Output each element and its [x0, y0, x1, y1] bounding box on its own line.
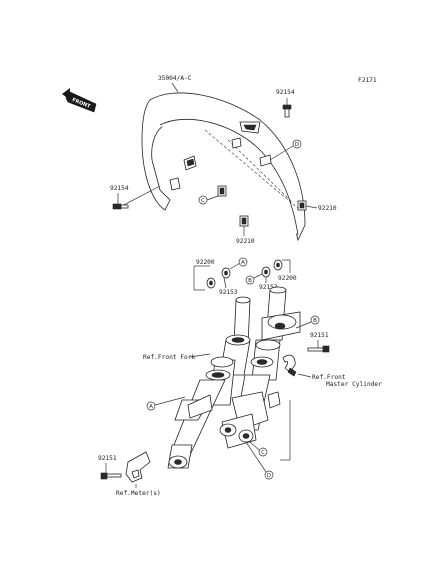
svg-text:B: B: [248, 278, 252, 284]
label-bolt-92151-meter: 92151: [98, 455, 117, 462]
callout-c-upper: C: [198, 195, 219, 205]
callout-a-lower: A: [146, 396, 186, 411]
collar-92153-left: [221, 267, 231, 279]
callout-b-lower: B: [295, 315, 320, 329]
label-washer-92200-right: 92200: [278, 275, 297, 282]
washer-92200-right: [273, 259, 283, 271]
ref-meter: Ref.Meter(s): [116, 490, 161, 497]
ref-master-cylinder-line2: Master Cylinder: [326, 381, 382, 388]
ref-master-cylinder-line1: Ref.Front: [312, 374, 346, 381]
label-bolt-92154-lower: 92154: [110, 185, 129, 192]
bolt-92154-upper: [282, 104, 292, 118]
nut-92210-right: [297, 200, 307, 211]
callout-c-lower: C: [249, 441, 268, 457]
figure-code: F2171: [358, 77, 377, 84]
label-collar-92153-right: 92153: [259, 284, 278, 291]
callout-b-upper: B: [245, 273, 263, 285]
svg-text:C: C: [261, 450, 265, 456]
callout-d-lower: D: [245, 441, 274, 480]
svg-text:D: D: [295, 142, 299, 148]
label-bolt-92154-upper: 92154: [276, 89, 295, 96]
label-washer-92200-left: 92200: [196, 259, 215, 266]
label-bolt-92151-fork: 92151: [310, 332, 329, 339]
label-nut-92210-right: 92210: [318, 205, 337, 212]
label-nut-92210-lower: 92210: [236, 238, 255, 245]
svg-text:C: C: [201, 198, 205, 204]
front-fork-assembly: [167, 286, 301, 469]
clip-c: [217, 185, 227, 197]
label-collar-92153-left: 92153: [219, 289, 238, 296]
bolt-92154-lower: [112, 203, 129, 210]
front-direction-badge: FRONT: [62, 88, 97, 113]
brake-hose-clamp: [282, 354, 297, 377]
ref-front-fork: Ref.Front Fork: [143, 354, 195, 361]
nut-92210-lower: [239, 215, 249, 227]
front-fender: [141, 92, 306, 242]
callout-a-upper: A: [238, 257, 248, 267]
bolt-92151-meter: [100, 472, 122, 480]
label-fender: 35004/A-C: [158, 75, 192, 82]
svg-text:A: A: [241, 260, 245, 266]
svg-text:A: A: [149, 404, 153, 410]
bolt-92151-fork: [307, 345, 330, 353]
meter-bracket: [125, 451, 151, 483]
svg-text:D: D: [267, 473, 271, 479]
callout-d-upper: D: [269, 139, 302, 161]
svg-text:B: B: [313, 318, 317, 324]
washer-92200-left: [206, 277, 216, 289]
collar-92153-right: [261, 266, 271, 278]
